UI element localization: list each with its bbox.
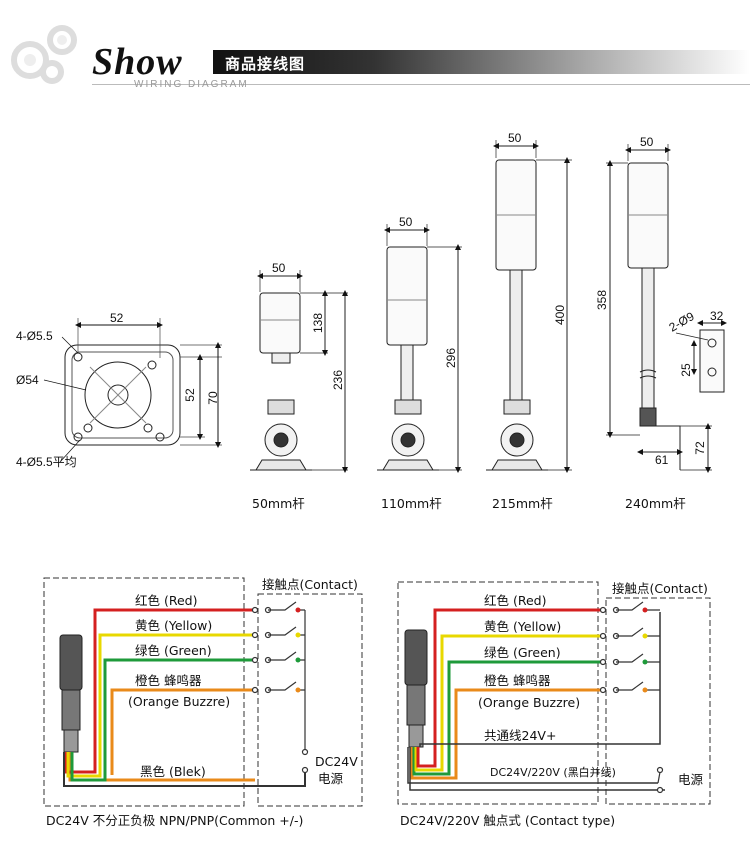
mount-hole	[143, 423, 153, 433]
tower2-width: 50	[399, 215, 413, 229]
tower-215mm-drawing	[486, 140, 572, 473]
tower3-total-height: 400	[553, 305, 567, 325]
contact-wire-orange-label: 橙色 蜂鸣器	[484, 673, 551, 688]
mount-hole	[73, 352, 83, 362]
section-title: 商品接线图	[225, 56, 306, 73]
npn-wire-green-label: 绿色 (Green)	[135, 643, 212, 658]
npn-wire-orange-label: 橙色 蜂鸣器	[135, 673, 202, 688]
bracket-foot-height: 72	[693, 441, 707, 455]
contact-wire-red-label: 红色 (Red)	[484, 593, 546, 608]
tower1-width: 50	[272, 261, 286, 275]
bracket-offset: 25	[679, 363, 693, 377]
tower2-caption: 110mm杆	[381, 496, 442, 511]
npn-caption: DC24V 不分正负极 NPN/PNP(Common +/-)	[46, 813, 303, 828]
base-width-label: 52	[110, 311, 124, 325]
header-divider	[92, 84, 750, 85]
tower1-total-height: 236	[331, 370, 345, 390]
base-circle	[84, 361, 152, 429]
tower-240mm-drawing	[606, 144, 727, 473]
wiring-npn-diagram	[43, 577, 363, 807]
contact-contact-label: 接触点(Contact)	[612, 581, 708, 596]
contact-caption: DC24V/220V 触点式 (Contact type)	[400, 813, 615, 828]
contact-power-wire-label: DC24V/220V (黑白并线)	[490, 765, 616, 779]
tower4-total-height: 358	[595, 290, 609, 310]
tower2-total-height: 296	[444, 348, 458, 368]
mount-hole	[155, 432, 165, 442]
contact-wire-orange-sub-label: (Orange Buzzre)	[478, 695, 580, 710]
hole-top-label: 4-Ø5.5	[16, 329, 53, 343]
base-outline	[64, 344, 181, 446]
npn-wire-yellow-label: 黄色 (Yellow)	[135, 618, 212, 633]
page-title: Show	[92, 41, 183, 83]
bracket-holes: 2-Ø9	[667, 309, 697, 335]
tower4-caption: 240mm杆	[625, 496, 686, 511]
hole-bottom-label: 4-Ø5.5平均	[16, 455, 77, 469]
npn-contact-label: 接触点(Contact)	[262, 577, 358, 592]
mount-hole	[83, 423, 93, 433]
npn-wire-red-label: 红色 (Red)	[135, 593, 197, 608]
page-subtitle: WIRING DIAGRAM	[134, 79, 249, 90]
npn-common-label: 黑色 (Blek)	[140, 764, 206, 779]
gear-decoration-icon	[11, 25, 77, 84]
mount-hole	[147, 360, 157, 370]
hole-dia-label: Ø54	[16, 373, 39, 387]
tower1-light-height: 138	[311, 313, 325, 333]
contact-power-label: 电源	[678, 772, 704, 787]
base-outer-height-label: 70	[206, 391, 220, 405]
contact-common-label: 共通线24V+	[484, 728, 556, 743]
tower3-width: 50	[508, 131, 522, 145]
contact-wire-green-label: 绿色 (Green)	[484, 645, 561, 660]
npn-power-line2: 电源	[318, 771, 344, 786]
bracket-foot: 61	[655, 453, 669, 467]
tower1-caption: 50mm杆	[252, 496, 305, 511]
mount-hole	[73, 432, 83, 442]
base-height-label: 52	[183, 388, 197, 402]
title-bar	[213, 50, 750, 74]
tower3-caption: 215mm杆	[492, 496, 553, 511]
npn-wire-orange-sub-label: (Orange Buzzre)	[128, 694, 230, 709]
bracket-width: 32	[710, 309, 724, 323]
tower4-width: 50	[640, 135, 654, 149]
npn-power-line1: DC24V	[315, 754, 358, 769]
contact-wire-yellow-label: 黄色 (Yellow)	[484, 619, 561, 634]
tower-50mm-drawing	[250, 270, 348, 473]
base-plan-view	[43, 318, 222, 463]
tower-110mm-drawing	[377, 224, 462, 473]
wiring-contact-diagram	[397, 581, 711, 805]
